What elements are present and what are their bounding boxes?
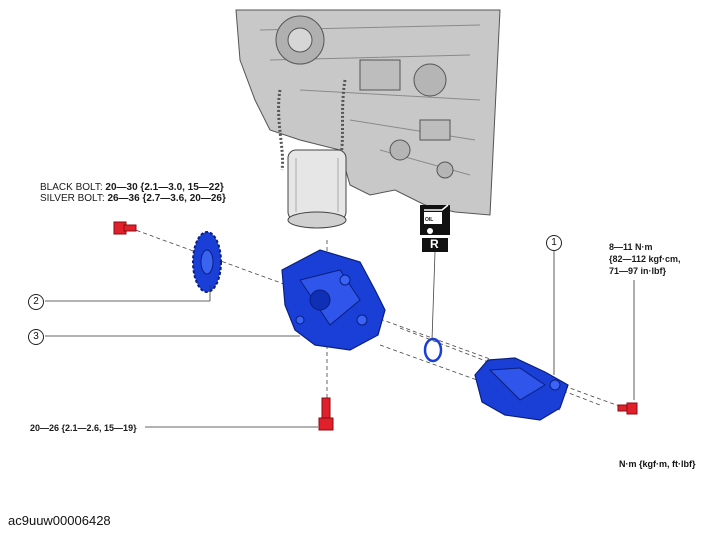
- black-bolt-torque: BLACK BOLT: 20—30 {2.1—3.0, 15—22}: [40, 182, 224, 193]
- unit-note: N·m {kgf·m, ft·lbf}: [619, 459, 696, 469]
- oil-filter: [287, 149, 347, 229]
- silver-bolt-torque: SILVER BOLT: 26—36 {2.7—3.6, 20—26}: [40, 193, 226, 204]
- callout-3: 3: [28, 329, 44, 345]
- bottom-bolt-torque: 20—26 {2.1—2.6, 15—19}: [30, 423, 137, 433]
- bottom-bolt: [318, 397, 334, 431]
- o-ring: [423, 337, 443, 363]
- oil-can-icon: [420, 204, 450, 341]
- oil-grade-letter: R: [430, 237, 439, 251]
- leader-lines: [45, 249, 635, 428]
- cover-bolt-torque-2: {82—112 kgf·cm,: [609, 254, 681, 264]
- cover-bolt-torque-1: 8—11 N·m: [609, 242, 653, 252]
- callout-2: 2: [28, 294, 44, 310]
- black-silver-bolt: [113, 221, 137, 235]
- oil-pump-cover: [474, 357, 569, 421]
- cover-bolt-torque-3: 71—97 in·lbf}: [609, 266, 667, 276]
- document-id: ac9uuw00006428: [8, 513, 111, 528]
- callout-1: 1: [546, 235, 562, 251]
- cover-bolt: [617, 402, 638, 415]
- oil-can-text: OIL: [425, 217, 434, 223]
- oil-pump: [281, 249, 386, 351]
- oil-pump-sprocket: [192, 231, 222, 293]
- engine-block: [235, 9, 501, 216]
